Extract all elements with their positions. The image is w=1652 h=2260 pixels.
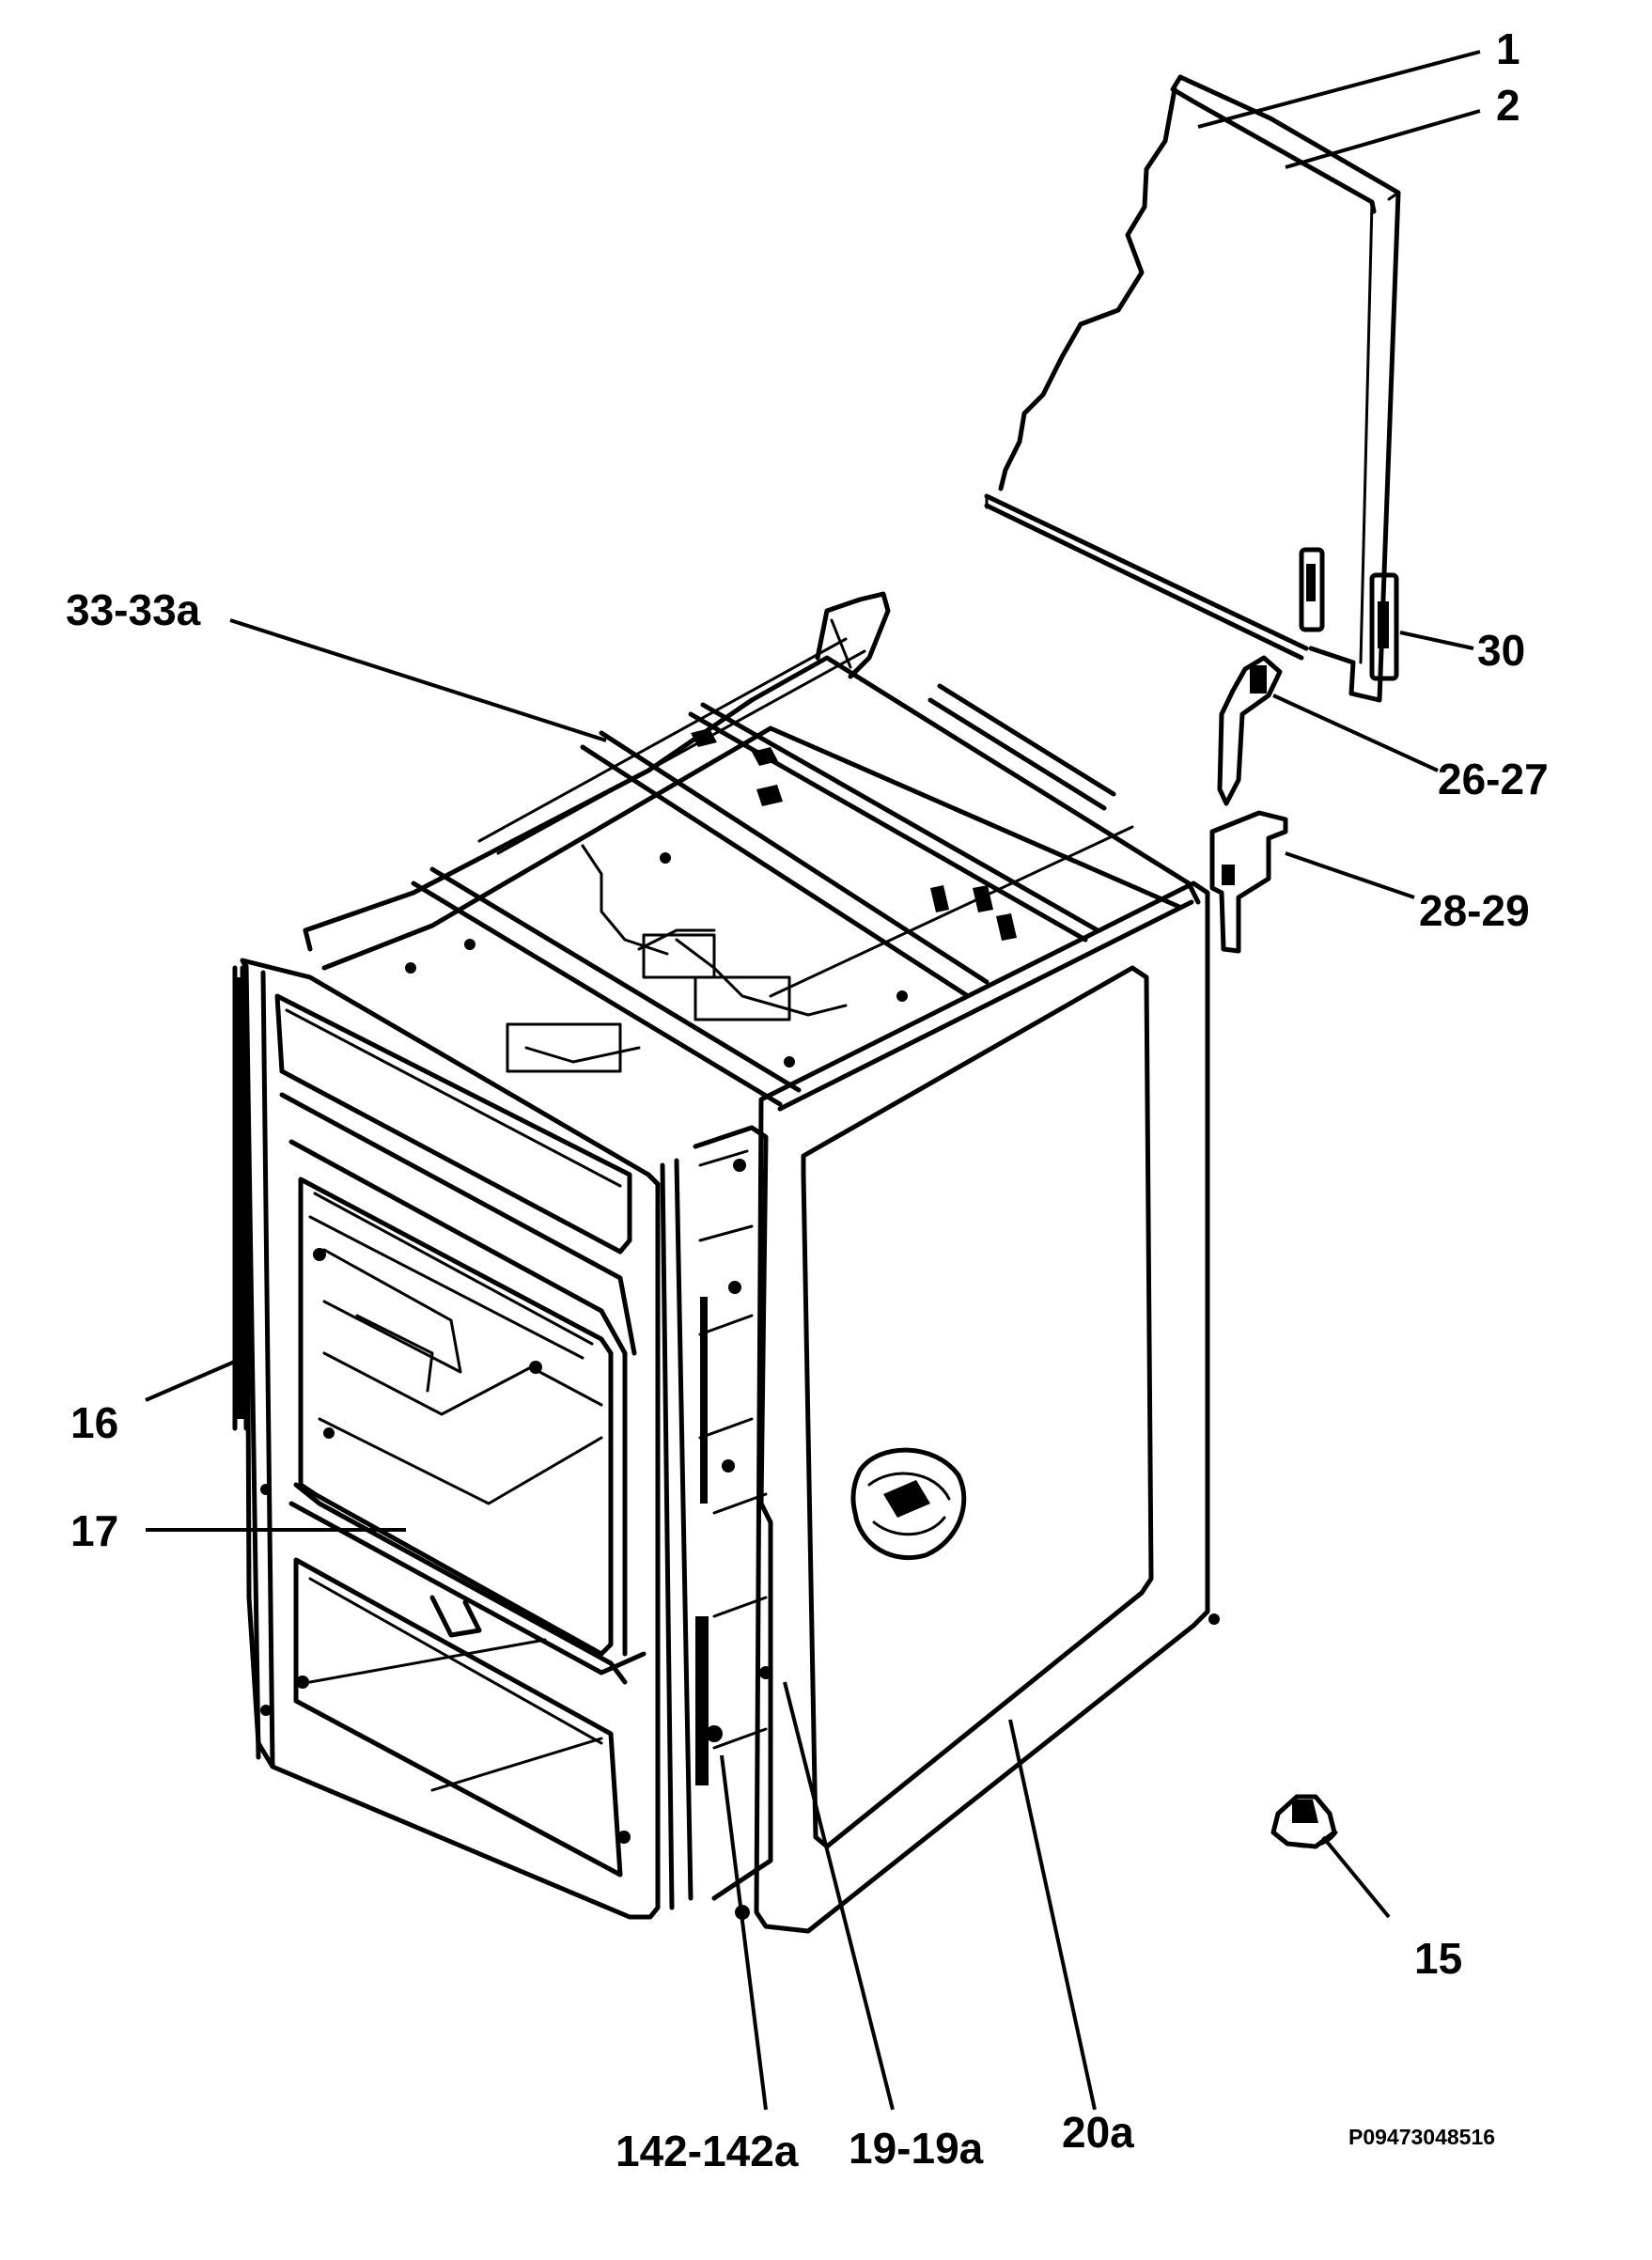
leader-lines (145, 50, 1481, 2111)
oven-housing (232, 591, 1220, 1934)
callout-15: 15 (1414, 1934, 1462, 1983)
callout-20a: 20a (1062, 2108, 1134, 2157)
drawing-code: P09473048516 (1348, 2125, 1495, 2149)
callout-labels: 1 2 30 26-27 28-29 33-33a 16 17 15 142-1… (66, 24, 1549, 2175)
callout-17: 17 (70, 1506, 118, 1555)
callout-19-19a: 19-19a (849, 2124, 984, 2173)
callout-16: 16 (70, 1398, 118, 1447)
callout-142-142a: 142-142a (616, 2127, 799, 2175)
callout-2: 2 (1496, 81, 1520, 130)
callout-1: 1 (1496, 24, 1520, 73)
detached-panel (984, 74, 1401, 703)
callout-26-27: 26-27 (1438, 755, 1549, 803)
hinge-part-26-27 (1217, 655, 1283, 806)
callout-28-29: 28-29 (1419, 886, 1530, 935)
callout-30: 30 (1477, 626, 1525, 675)
foot-part-15 (1270, 1794, 1338, 1849)
callout-33-33a: 33-33a (66, 585, 201, 634)
hinge-bracket-28-29 (1209, 810, 1288, 954)
